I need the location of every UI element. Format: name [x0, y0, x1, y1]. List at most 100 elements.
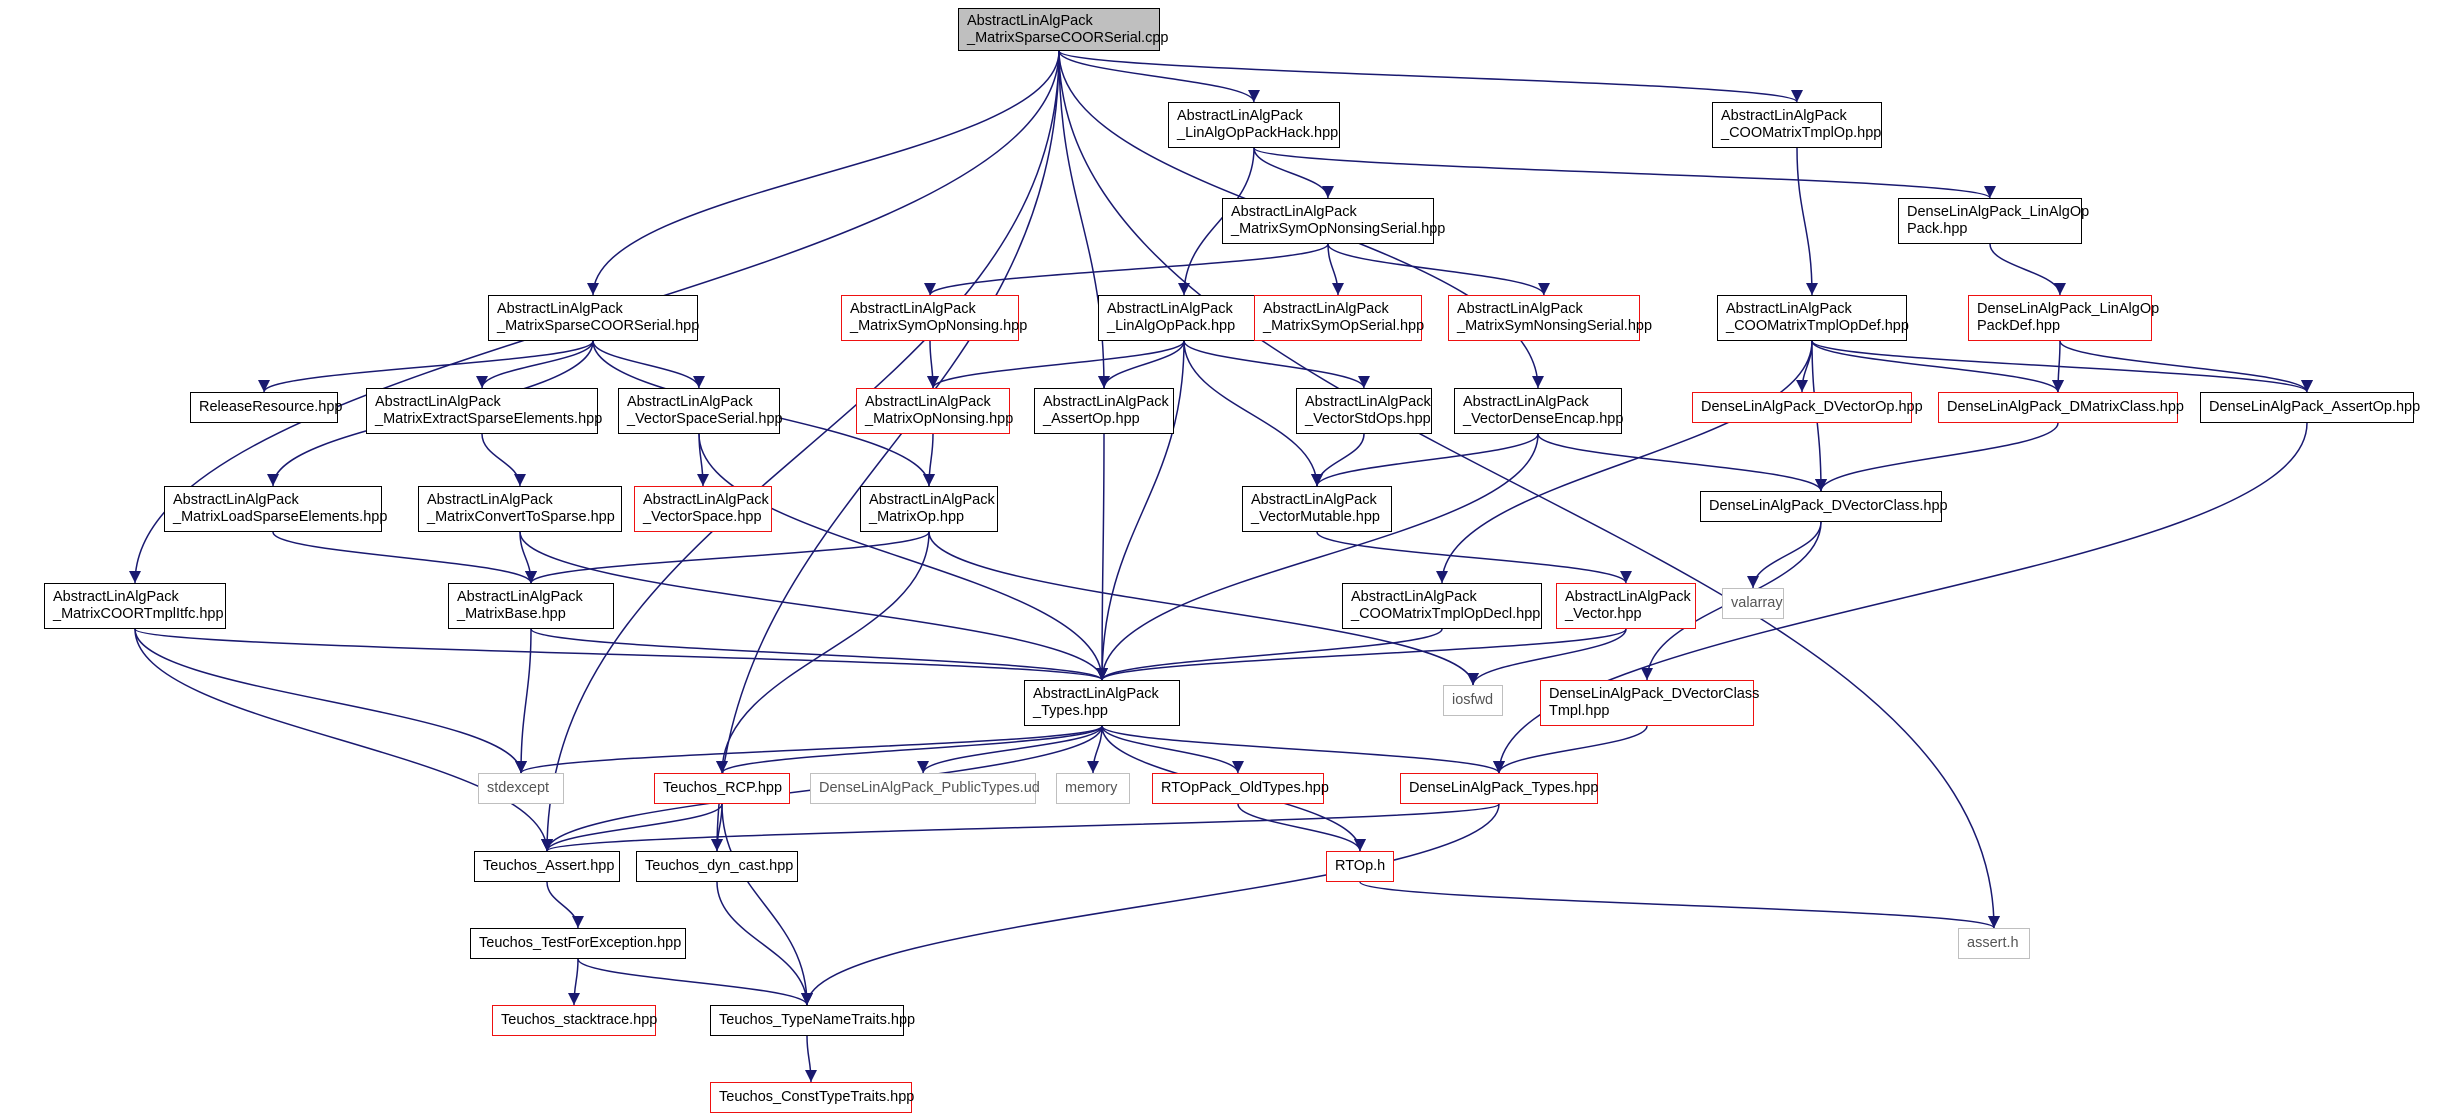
- graph-node-label-line: AbstractLinAlgPack: [643, 492, 769, 508]
- graph-node-label-line: _MatrixSymOpNonsing.hpp: [850, 318, 1028, 334]
- graph-node-label-line: AbstractLinAlgPack: [1351, 589, 1477, 605]
- graph-node-label-line: _COOMatrixTmplOpDecl.hpp: [1351, 606, 1541, 622]
- edge-symOpNonsSer-to-symOpNons: [924, 243, 1329, 296]
- graph-node-sparseCOOR[interactable]: AbstractLinAlgPack_MatrixSparseCOORSeria…: [488, 295, 699, 341]
- graph-node-publicTypes[interactable]: DenseLinAlgPack_PublicTypes.ud: [810, 773, 1040, 804]
- graph-node-valarray[interactable]: valarray: [1722, 588, 1784, 619]
- edge-vector-to-types: [1096, 628, 1627, 681]
- graph-node-rcp[interactable]: Teuchos_RCP.hpp: [654, 773, 790, 804]
- graph-node-stdexcept[interactable]: stdexcept: [478, 773, 564, 804]
- edge-matrixBase-to-stdexcept: [515, 628, 532, 774]
- edge-matrixBase-to-types: [530, 628, 1108, 681]
- graph-node-opNons[interactable]: AbstractLinAlgPack_MatrixOpNonsing.hpp: [856, 388, 1013, 434]
- graph-node-label-line: _MatrixCOORTmplItfc.hpp: [53, 606, 224, 622]
- edge-rtOldTypes-to-rtop: [1237, 803, 1366, 852]
- graph-node-label-line: stdexcept: [487, 780, 550, 796]
- graph-node-typeName[interactable]: Teuchos_TypeNameTraits.hpp: [710, 1005, 915, 1036]
- graph-node-label-line: AbstractLinAlgPack: [1251, 492, 1377, 508]
- graph-node-constType[interactable]: Teuchos_ConstTypeTraits.hpp: [710, 1082, 914, 1113]
- graph-node-cooTmplOp[interactable]: AbstractLinAlgPack_COOMatrixTmplOp.hpp: [1712, 102, 1882, 148]
- graph-node-label-line: _MatrixLoadSparseElements.hpp: [173, 509, 388, 525]
- graph-node-label-line: AbstractLinAlgPack: [1565, 589, 1691, 605]
- graph-node-memory[interactable]: memory: [1056, 773, 1130, 804]
- graph-node-label-line: Teuchos_Assert.hpp: [483, 858, 615, 874]
- graph-node-label-line: _Vector.hpp: [1565, 606, 1642, 622]
- graph-node-label-line: AbstractLinAlgPack: [457, 589, 583, 605]
- edge-types-to-stdexcept: [515, 725, 1103, 774]
- graph-node-label-line: AbstractLinAlgPack: [1305, 394, 1431, 410]
- graph-node-symOpSer[interactable]: AbstractLinAlgPack_MatrixSymOpSerial.hpp: [1254, 295, 1425, 341]
- edge-vecDenseEnc-to-dVectorClass: [1537, 433, 1827, 492]
- graph-node-label-line: Teuchos_dyn_cast.hpp: [645, 858, 794, 874]
- graph-node-releaseRes[interactable]: ReleaseResource.hpp: [190, 392, 342, 423]
- graph-node-cooTmplOpDef[interactable]: AbstractLinAlgPack_COOMatrixTmplOpDef.hp…: [1717, 295, 1909, 341]
- graph-node-matrixOp[interactable]: AbstractLinAlgPack_MatrixOp.hpp: [860, 486, 998, 532]
- graph-node-root[interactable]: AbstractLinAlgPack_MatrixSparseCOORSeria…: [958, 8, 1168, 51]
- graph-node-denseTypes[interactable]: DenseLinAlgPack_Types.hpp: [1400, 773, 1598, 804]
- graph-node-vecSpace[interactable]: AbstractLinAlgPack_VectorSpace.hpp: [634, 486, 772, 532]
- graph-node-tAssert[interactable]: Teuchos_Assert.hpp: [474, 851, 620, 882]
- graph-node-convToSparse[interactable]: AbstractLinAlgPack_MatrixConvertToSparse…: [418, 486, 622, 532]
- graph-node-cooTmplItfc[interactable]: AbstractLinAlgPack_MatrixCOORTmplItfc.hp…: [44, 583, 226, 629]
- graph-node-symOpNonsSer[interactable]: AbstractLinAlgPack_MatrixSymOpNonsingSer…: [1222, 198, 1445, 244]
- graph-node-rtOldTypes[interactable]: RTOpPack_OldTypes.hpp: [1152, 773, 1329, 804]
- graph-node-dVectorClass[interactable]: DenseLinAlgPack_DVectorClass.hpp: [1700, 491, 1948, 522]
- graph-node-rtop[interactable]: RTOp.h: [1326, 851, 1394, 882]
- edge-cooTmplItfc-to-types: [134, 628, 1108, 681]
- graph-node-vecStdOps[interactable]: AbstractLinAlgPack_VectorStdOps.hpp: [1296, 388, 1432, 434]
- graph-node-label-line: AbstractLinAlgPack: [375, 394, 501, 410]
- graph-node-opPackHack[interactable]: AbstractLinAlgPack_LinAlgOpPackHack.hpp: [1168, 102, 1340, 148]
- edge-cooTmplItfc-to-stdexcept: [134, 628, 527, 774]
- graph-node-loadSparse[interactable]: AbstractLinAlgPack_MatrixLoadSparseEleme…: [164, 486, 387, 532]
- edge-matrixOp-to-rcp: [716, 531, 930, 774]
- edge-vsSerial-to-types: [698, 433, 1108, 681]
- edge-root-to-dynCast: [711, 50, 1060, 852]
- edge-vecDenseEnc-to-vecMutable: [1311, 433, 1539, 487]
- graph-node-assertOpD[interactable]: DenseLinAlgPack_AssertOp.hpp: [2200, 392, 2420, 423]
- edge-sparseCOOR-to-extractSparse: [476, 340, 594, 389]
- edge-types-to-memory: [1087, 725, 1103, 774]
- edge-dMatrixClass-to-dVectorClass: [1815, 422, 2059, 492]
- graph-node-cooTmplOpDecl[interactable]: AbstractLinAlgPack_COOMatrixTmplOpDecl.h…: [1342, 583, 1542, 629]
- edge-rcp-to-tAssert: [541, 803, 723, 852]
- graph-node-testForExc[interactable]: Teuchos_TestForException.hpp: [470, 928, 686, 959]
- graph-node-types[interactable]: AbstractLinAlgPack_Types.hpp: [1024, 680, 1180, 726]
- graph-node-label-line: _MatrixSymOpSerial.hpp: [1263, 318, 1425, 334]
- graph-node-label-line: AbstractLinAlgPack: [850, 301, 976, 317]
- graph-node-label-line: iosfwd: [1452, 692, 1494, 708]
- graph-node-vecDenseEnc[interactable]: AbstractLinAlgPack_VectorDenseEncap.hpp: [1454, 388, 1623, 434]
- graph-node-label-line: memory: [1065, 780, 1118, 796]
- graph-node-label-line: DenseLinAlgPack_LinAlgOp: [1907, 204, 2090, 220]
- graph-node-label-line: _MatrixExtractSparseElements.hpp: [375, 411, 603, 427]
- graph-node-matrixBase[interactable]: AbstractLinAlgPack_MatrixBase.hpp: [448, 583, 614, 629]
- graph-node-stacktrace[interactable]: Teuchos_stacktrace.hpp: [492, 1005, 657, 1036]
- graph-node-extractSparse[interactable]: AbstractLinAlgPack_MatrixExtractSparseEl…: [366, 388, 602, 434]
- edge-symOpNonsSer-to-symOpSer: [1327, 243, 1344, 296]
- edge-vector-to-iosfwd: [1467, 628, 1627, 686]
- graph-node-vector[interactable]: AbstractLinAlgPack_Vector.hpp: [1556, 583, 1696, 629]
- graph-node-symOpNons[interactable]: AbstractLinAlgPack_MatrixSymOpNonsing.hp…: [841, 295, 1027, 341]
- graph-node-dMatrixClass[interactable]: DenseLinAlgPack_DMatrixClass.hpp: [1938, 392, 2184, 423]
- graph-node-symNonsSer[interactable]: AbstractLinAlgPack_MatrixSymNonsingSeria…: [1448, 295, 1652, 341]
- graph-node-label-line: AbstractLinAlgPack: [1033, 686, 1159, 702]
- graph-node-label-line: AbstractLinAlgPack: [865, 394, 991, 410]
- graph-node-label-line: _COOMatrixTmplOp.hpp: [1721, 125, 1882, 141]
- edge-dynCast-to-typeName: [716, 881, 813, 1006]
- graph-node-iosfwd[interactable]: iosfwd: [1443, 685, 1503, 716]
- graph-node-assertH[interactable]: assert.h: [1958, 928, 2030, 959]
- graph-node-label-line: AbstractLinAlgPack: [497, 301, 623, 317]
- edge-root-to-assertH: [1058, 50, 2000, 929]
- graph-node-label-line: DenseLinAlgPack_DVectorClass.hpp: [1709, 498, 1948, 514]
- edge-denseTypes-to-typeName: [801, 803, 1500, 1006]
- graph-node-dVectorOp[interactable]: DenseLinAlgPack_DVectorOp.hpp: [1692, 392, 1923, 423]
- graph-node-opPack[interactable]: AbstractLinAlgPack_LinAlgOpPack.hpp: [1098, 295, 1270, 341]
- edge-root-to-sparseCOOR: [587, 50, 1060, 296]
- graph-node-vsSerial[interactable]: AbstractLinAlgPack_VectorSpaceSerial.hpp: [618, 388, 783, 434]
- graph-node-dynCast[interactable]: Teuchos_dyn_cast.hpp: [636, 851, 798, 882]
- graph-node-vecMutable[interactable]: AbstractLinAlgPack_VectorMutable.hpp: [1242, 486, 1392, 532]
- graph-node-assertOpA[interactable]: AbstractLinAlgPack_AssertOp.hpp: [1034, 388, 1174, 434]
- graph-node-label-line: DenseLinAlgPack_PublicTypes.ud: [819, 780, 1040, 796]
